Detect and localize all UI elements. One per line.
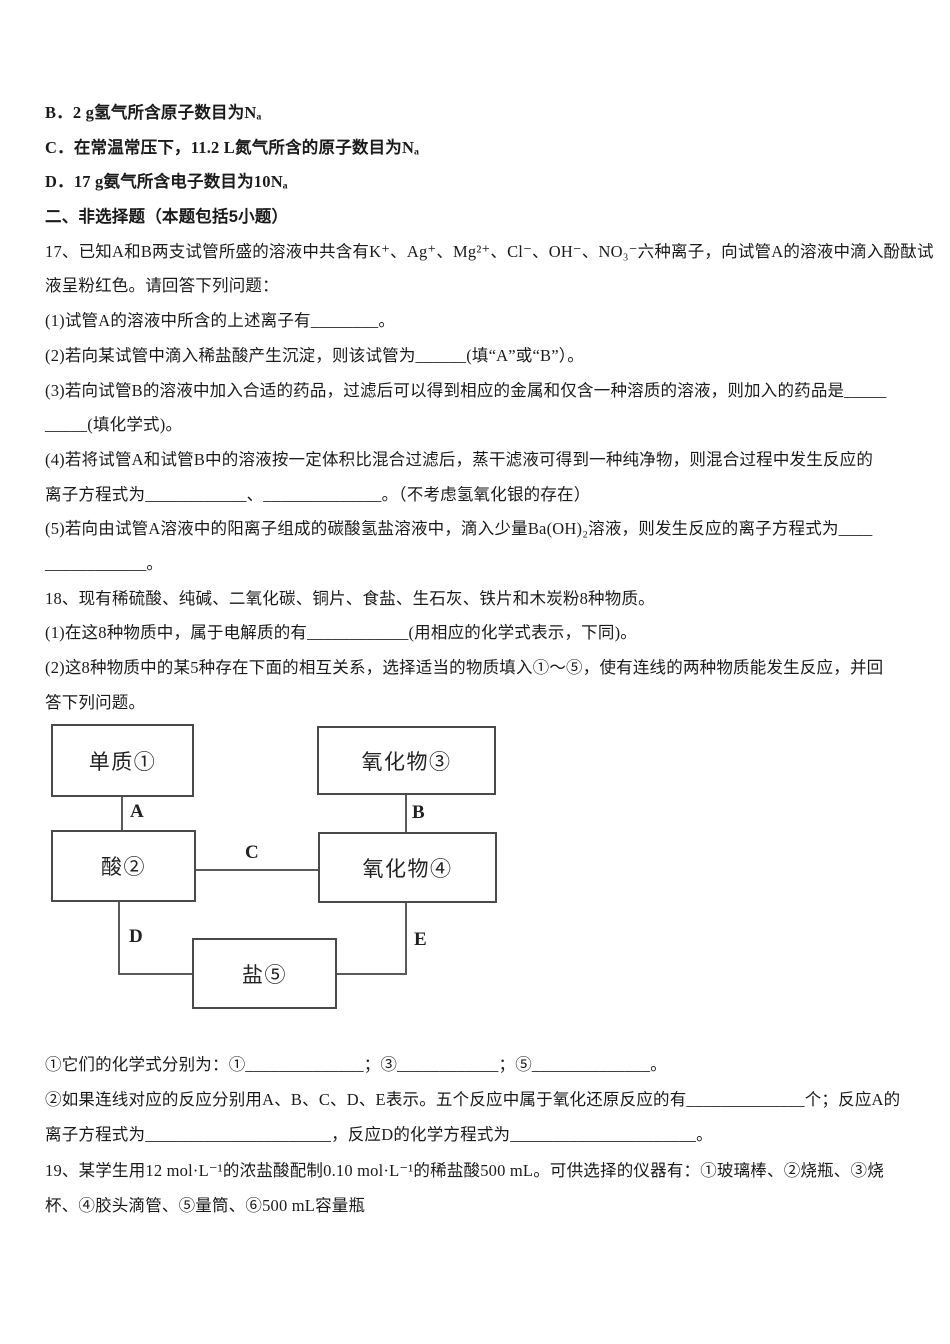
q17-sub3: (3)若向试管B的溶液中加入合适的药品，过滤后可以得到相应的金属和仅含一种溶质的… <box>45 380 887 400</box>
q17-sub1: (1)试管A的溶液中所含的上述离子有________。 <box>45 311 396 331</box>
connector-e-line-vertical <box>405 903 407 975</box>
diagram-box-salt-5: 盐⑤ <box>192 938 337 1009</box>
connector-e-line-horizontal <box>337 973 407 975</box>
connector-c-line <box>196 869 318 871</box>
question-text-bottom: ①它们的化学式分别为：①______________；③____________… <box>45 1047 926 1223</box>
connector-a-line <box>121 797 123 830</box>
q18-sub1: (1)在这8种物质中，属于电解质的有____________(用相应的化学式表示… <box>45 623 637 643</box>
diagram-box-element-1: 单质① <box>51 724 194 797</box>
section-header: 二、非选择题（本题包括5小题） <box>45 208 289 227</box>
option-d: D．17 g氨气所含电子数目为10Nₐ <box>45 172 288 192</box>
q18-diagram-sub1: ①它们的化学式分别为：①______________；③____________… <box>45 1055 667 1074</box>
q17-sub2: (2)若向某试管中滴入稀盐酸产生沉淀，则该试管为______(填“A”或“B”）… <box>45 345 584 365</box>
q18-diagram-sub2-wrap: 离子方程式为______________________，反应D的化学方程式为_… <box>45 1125 713 1145</box>
connector-e-label: E <box>414 929 427 950</box>
q17-line-1: 17、已知A和B两支试管所盛的溶液中共含有K⁺、Ag⁺、Mg²⁺、Cl⁻、OH⁻… <box>45 241 934 261</box>
q17-line-2: 液呈粉红色。请回答下列问题： <box>45 276 279 296</box>
connector-d-line-vertical <box>118 902 120 975</box>
q19-line-2: 杯、④胶头滴管、⑤量筒、⑥500 mL容量瓶 <box>45 1195 366 1215</box>
connector-c-label: C <box>245 842 259 863</box>
q19-line-1: 19、某学生用12 mol·L⁻¹的浓盐酸配制0.10 mol·L⁻¹的稀盐酸5… <box>45 1160 884 1180</box>
q17-sub5-wrap: ____________。 <box>45 553 164 573</box>
q17-sub5: (5)若向由试管A溶液中的阳离子组成的碳酸氢盐溶液中，滴入少量Ba(OH)₂溶液… <box>45 519 873 539</box>
connector-d-line-horizontal <box>118 973 192 975</box>
q18-sub2-wrap: 答下列问题。 <box>45 692 146 712</box>
connector-b-label: B <box>412 802 425 823</box>
diagram-box-oxide-3: 氧化物③ <box>317 726 496 795</box>
q18-line-1: 18、现有稀硫酸、纯碱、二氧化碳、铜片、食盐、生石灰、铁片和木炭粉8种物质。 <box>45 588 655 608</box>
q18-diagram-sub2: ②如果连线对应的反应分别用A、B、C、D、E表示。五个反应中属于氧化还原反应的有… <box>45 1090 901 1110</box>
connector-b-line <box>405 795 407 832</box>
q17-sub4-wrap: 离子方程式为____________、______________。（不考虑氢氧… <box>45 484 591 504</box>
q17-sub3-wrap: _____(填化学式)。 <box>45 415 183 435</box>
relationship-diagram: 单质① 氧化物③ 酸② 氧化物④ 盐⑤ A B C D E <box>0 700 520 1030</box>
option-b: B．2 g氢气所含原子数目为Nₐ <box>45 103 262 122</box>
question-text-top: B．2 g氢气所含原子数目为Nₐ C．在常温常压下，11.2 L氮气所含的原子数… <box>45 96 934 720</box>
option-c: C．在常温常压下，11.2 L氮气所含的原子数目为Nₐ <box>45 137 420 157</box>
connector-a-label: A <box>130 801 144 822</box>
q17-sub4: (4)若将试管A和试管B中的溶液按一定体积比混合过滤后，蒸干滤液可得到一种纯净物… <box>45 449 874 469</box>
q18-sub2: (2)这8种物质中的某5种存在下面的相互关系，选择适当的物质填入①～⑤，使有连线… <box>45 658 884 677</box>
diagram-box-acid-2: 酸② <box>51 830 196 902</box>
diagram-box-oxide-4: 氧化物④ <box>318 832 497 903</box>
connector-d-label: D <box>129 926 143 947</box>
